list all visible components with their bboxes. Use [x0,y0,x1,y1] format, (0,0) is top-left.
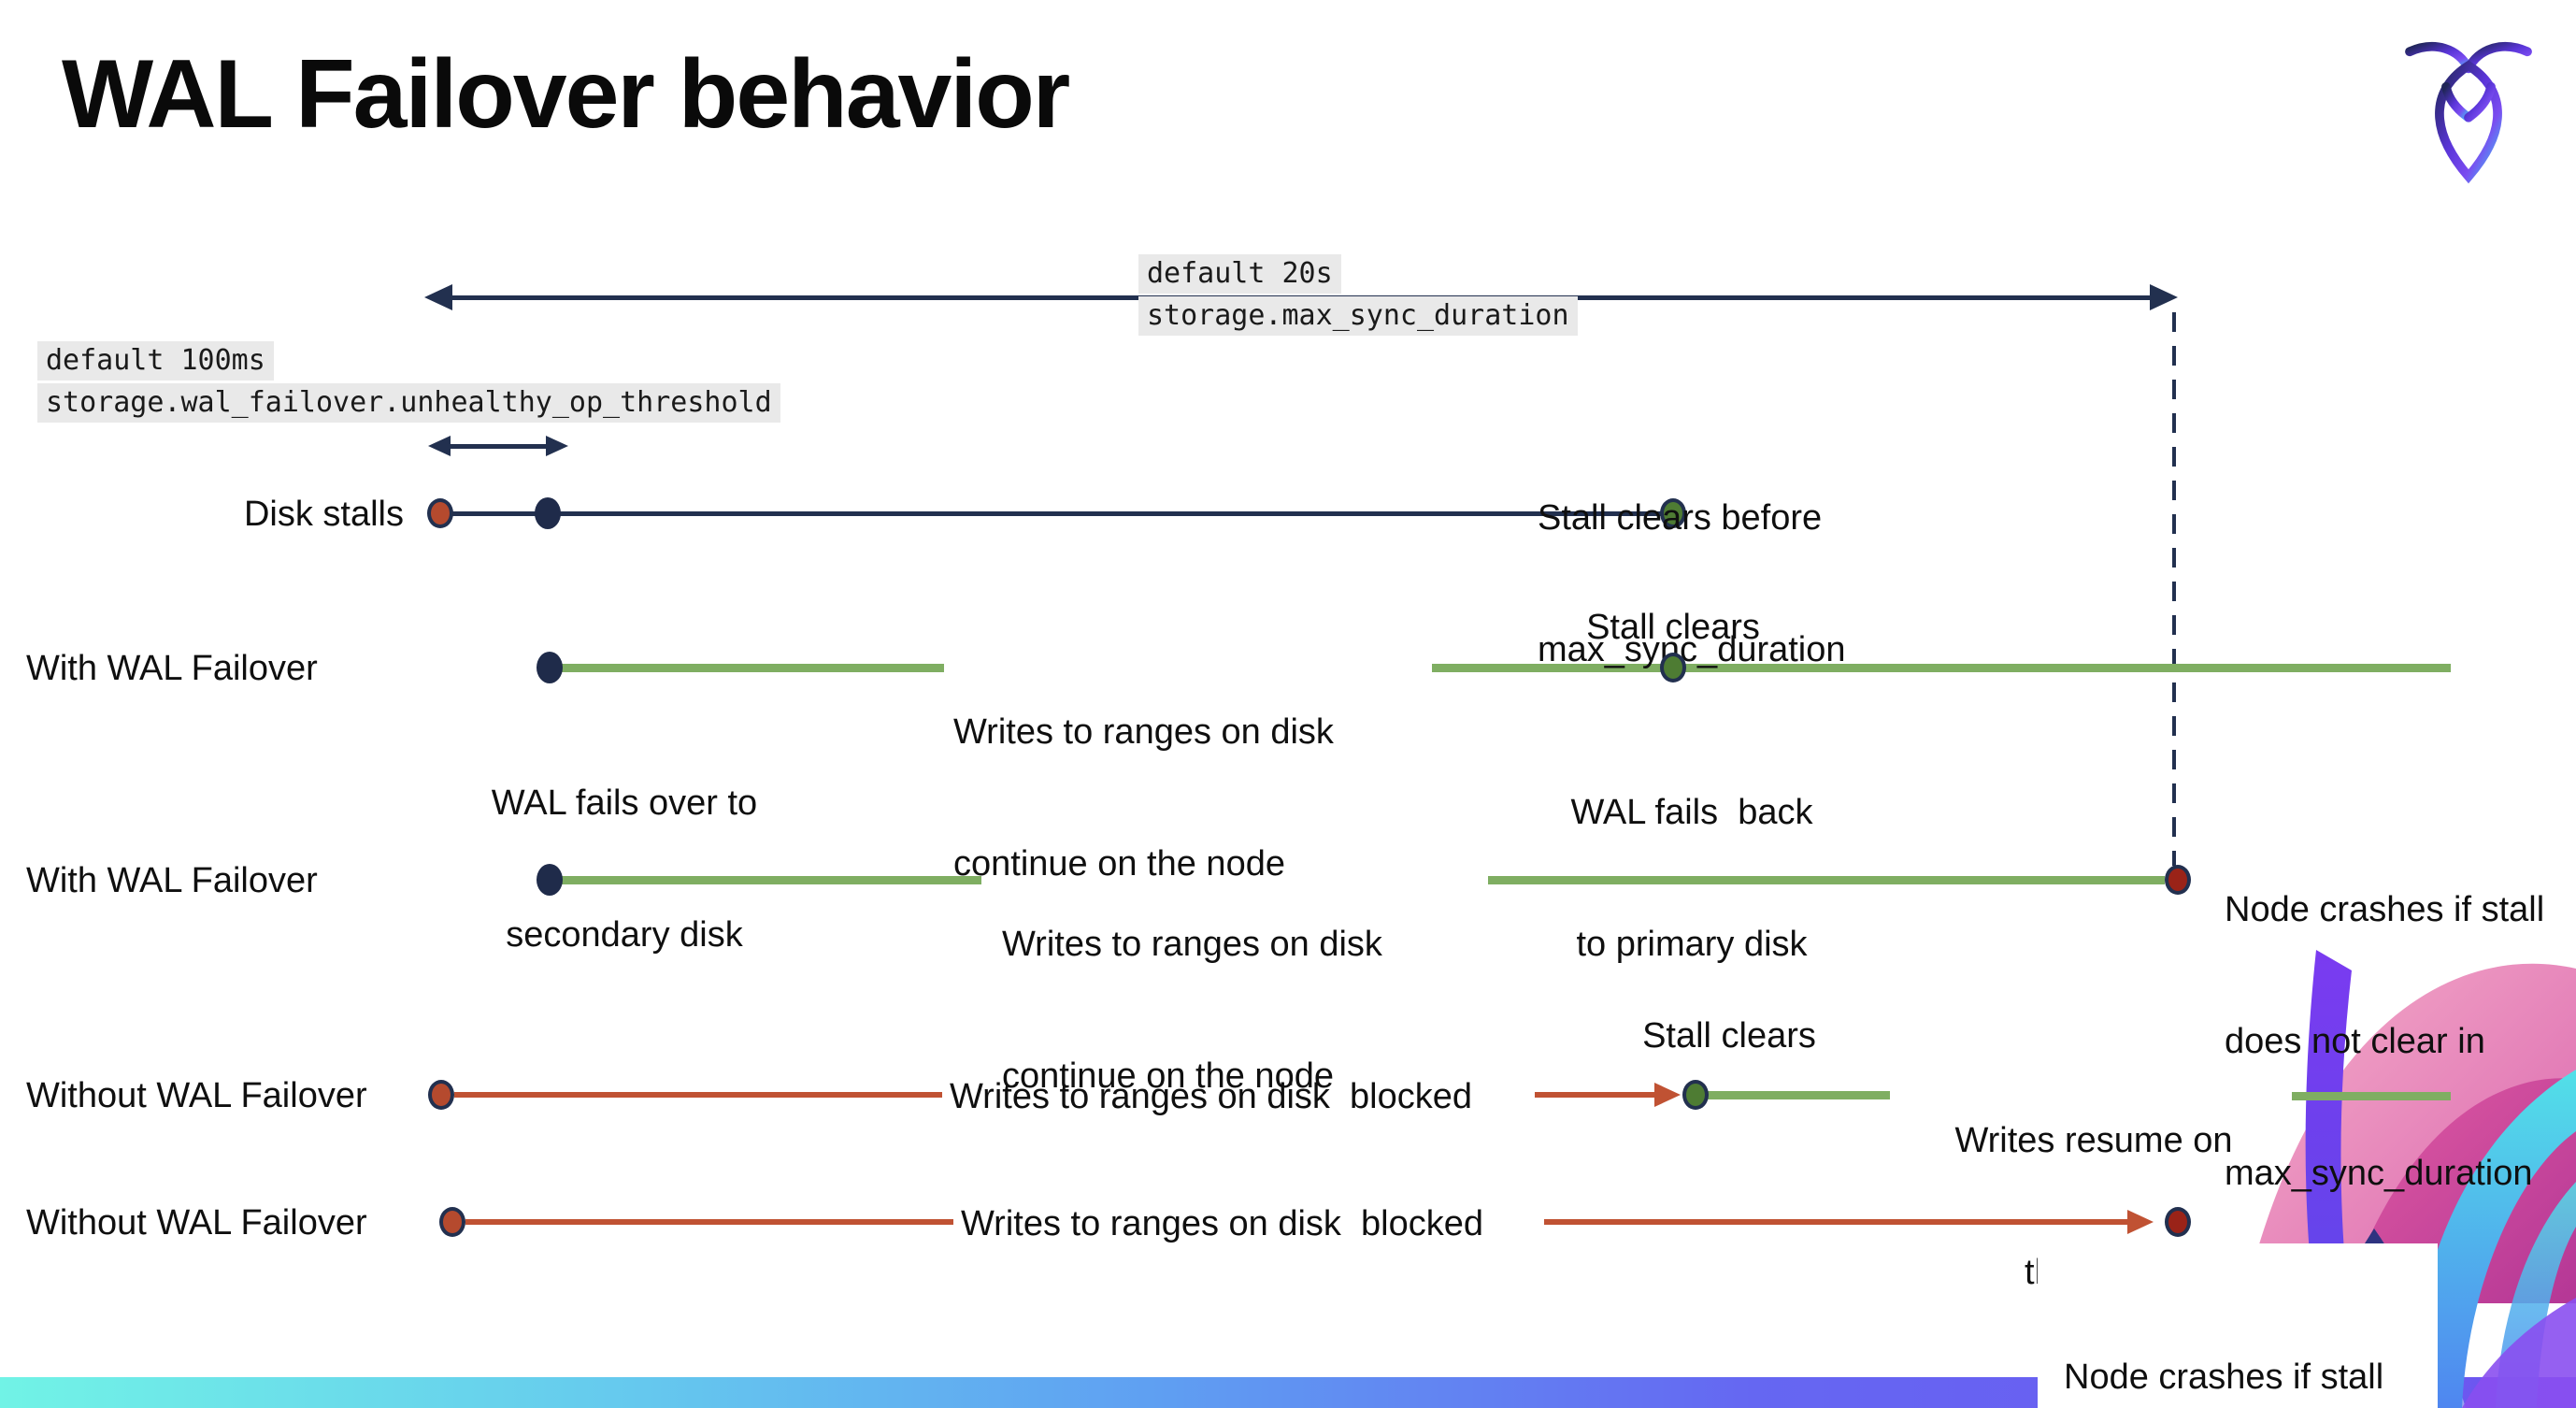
writes-continue-1-line1: Writes to ranges on disk [953,712,1334,752]
writes-blocked-line-1a [454,1092,942,1098]
stall-clears-before-line2: max_sync_duration [1538,630,1846,669]
writes-continue-2-line1: Writes to ranges on disk [1002,925,1382,964]
small-arrowhead-left-icon [428,436,451,456]
stall-start-dot-1 [428,1080,454,1110]
row-label-with-wal-failover-2: With WAL Failover [26,861,318,900]
writes-continue-note-1: Writes to ranges on disk continue on the… [953,623,1334,974]
stall-clears-note-2: Stall clears [1642,1016,1816,1056]
writes-blocked-note-2: Writes to ranges on disk blocked [961,1204,1484,1243]
stall-clears-before-line1: Stall clears before [1538,498,1823,538]
writes-continue-1-line2: continue on the node [953,844,1285,884]
stall-start-dot-2 [439,1207,465,1237]
wal-fails-back-line2: to primary disk [1576,925,1808,964]
writes-blocked-line-2b [1544,1219,2129,1225]
small-arrowhead-right-icon [546,436,568,456]
wal-fails-back-line1: WAL fails back [1570,793,1813,832]
writes-continue-2-line2: continue on the node [1002,1056,1334,1096]
row-label-without-wal-failover-2: Without WAL Failover [26,1203,367,1243]
cockroachdb-logo-icon [2398,37,2539,185]
writes-continue-line-2b [1488,876,2165,884]
callout-default-20s: default 20s [1138,254,1341,294]
writes-resume-line1: Writes resume on [1954,1121,2233,1160]
writes-blocked-note-1: Writes to ranges on disk blocked [950,1077,1473,1116]
writes-blocked-line-1b [1535,1092,1656,1098]
page-title: WAL Failover behavior [62,40,1070,149]
row-label-with-wal-failover-1: With WAL Failover [26,649,318,688]
node-crashes-2-line1: Node crashes if stall [2064,1358,2384,1397]
disk-stall-start-dot [427,498,453,528]
wal-fails-over-line1: WAL fails over to [491,783,758,823]
stall-clears-dot [1660,498,1686,528]
node-crashes-note-2: Node crashes if stall does not clear in … [2064,1268,2383,1408]
row-label-disk-stalls: Disk stalls [243,495,404,534]
failover-start-dot-2 [537,864,563,896]
max-sync-deadline-dashed-line [2172,312,2176,866]
unhealthy-op-threshold-arrow-line [443,444,551,449]
node-crashes-note-1: Node crashes if stall does not clear in … [2225,800,2544,1284]
node-crash-dot-1 [2165,865,2191,895]
writes-continue-line-2a [559,876,981,884]
writes-blocked-line-2a [465,1219,953,1225]
writes-resume-line-b [2292,1092,2451,1100]
writes-continue-line-1a [559,664,944,672]
stall-clears-before-note: Stall clears before max_sync_duration [1538,409,1846,760]
callout-default-100ms: default 100ms [37,341,274,381]
node-crash-dot-2 [2165,1207,2191,1237]
disk-stall-timeline [440,511,1674,516]
callout-storage-wal-failover-unhealthy-op-threshold: storage.wal_failover.unhealthy_op_thresh… [37,383,780,423]
failover-start-dot-1 [537,652,563,683]
wal-fails-over-line2: secondary disk [506,915,743,955]
callout-storage-max-sync-duration: storage.max_sync_duration [1138,296,1578,336]
arrowhead-right-icon [2150,284,2178,310]
stall-clears-note-1: Stall clears [1586,608,1760,647]
arrowhead-left-icon [424,284,452,310]
wal-fails-over-note: WAL fails over to secondary disk [484,694,765,1045]
red-arrowhead-icon-2 [2127,1210,2154,1234]
writes-continue-note-2: Writes to ranges on disk continue on the… [1002,835,1382,1186]
node-crashes-callout-box: Node crashes if stall does not clear in … [2038,1243,2438,1408]
node-crashes-1-line1: Node crashes if stall [2225,890,2545,929]
red-arrowhead-icon-1 [1654,1083,1681,1107]
wal-fails-back-note: WAL fails back to primary disk [1552,703,1832,1055]
failback-dot [1660,653,1686,682]
writes-continue-line-1b [1432,664,2451,672]
row-label-without-wal-failover-1: Without WAL Failover [26,1076,367,1115]
stall-clears-dot-2 [1682,1080,1709,1110]
writes-resume-line-a [1707,1091,1890,1099]
failover-threshold-dot [535,497,561,529]
node-crashes-1-line2: does not clear in [2225,1022,2485,1061]
node-crashes-1-line3: max_sync_duration [2225,1154,2533,1193]
